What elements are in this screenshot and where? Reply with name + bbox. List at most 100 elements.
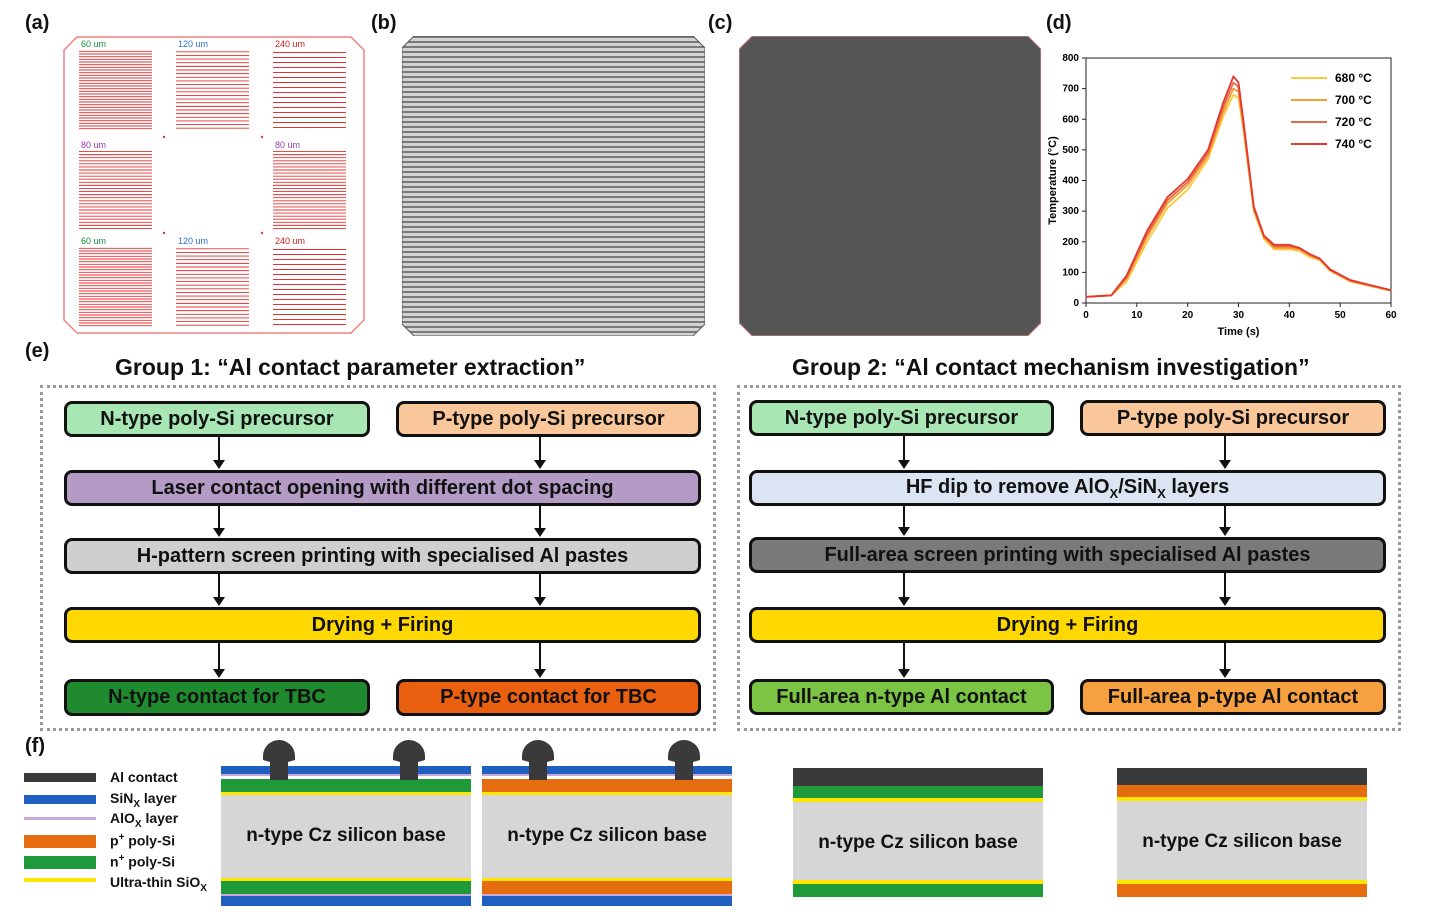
- panel-label-f: (f): [25, 735, 45, 757]
- legend-label-al: Al contact: [110, 769, 178, 785]
- n-poly-layer: [793, 786, 1043, 798]
- y-tick-label: 400: [1062, 176, 1079, 187]
- x-tick-label: 30: [1233, 310, 1245, 321]
- flow-arrow: [534, 643, 546, 678]
- siox-layer: [1117, 797, 1367, 801]
- spacing-label: 60 um: [81, 39, 107, 49]
- g1-p-precursor-box: P-type poly-Si precursor: [396, 401, 701, 437]
- g2-n-precursor-box: N-type poly-Si precursor: [749, 400, 1054, 436]
- y-axis-label: Temperature (°C): [1047, 136, 1059, 225]
- alignment-dot: [162, 135, 166, 139]
- siox-layer: [221, 792, 471, 795]
- legend-label-n-poly: n+ poly-Si: [110, 853, 175, 870]
- g1-n-precursor-box: N-type poly-Si precursor: [64, 401, 370, 437]
- x-tick-label: 20: [1182, 310, 1194, 321]
- base-label: n-type Cz silicon base: [246, 825, 446, 846]
- legend-label: 720 °C: [1335, 115, 1372, 129]
- x-tick-label: 60: [1385, 310, 1397, 321]
- g1-p-contact-box: P-type contact for TBC: [396, 679, 701, 716]
- p-poly-layer: [1117, 785, 1367, 797]
- flow-arrow: [898, 436, 910, 469]
- panel-label-b: (b): [371, 12, 397, 34]
- spacing-label: 80 um: [81, 140, 107, 150]
- flow-arrow: [1219, 573, 1231, 606]
- legend-label-alox: AlOX layer: [110, 810, 179, 830]
- n-poly-layer: [793, 884, 1043, 897]
- alignment-dot: [260, 135, 264, 139]
- legend-label: 740 °C: [1335, 137, 1372, 151]
- base-label: n-type Cz silicon base: [818, 832, 1018, 853]
- y-tick-label: 200: [1062, 237, 1079, 248]
- group2-title: Group 2: “Al contact mechanism investiga…: [792, 354, 1310, 380]
- laser-pattern-wafer: 60 um 120 um 240 um 80 um 80 um 60 um 12…: [63, 36, 365, 334]
- siox-layer: [482, 792, 732, 795]
- flow-arrow: [1219, 643, 1231, 678]
- siox-layer: [221, 878, 471, 881]
- y-tick-label: 600: [1062, 114, 1079, 125]
- flow-arrow: [1219, 506, 1231, 536]
- sinx-layer: [482, 896, 732, 906]
- x-tick-label: 50: [1335, 310, 1347, 321]
- alignment-dot: [260, 231, 264, 235]
- y-tick-label: 700: [1062, 84, 1079, 95]
- g2-drying-firing-box: Drying + Firing: [749, 607, 1386, 643]
- panel-label-a: (a): [25, 12, 50, 34]
- y-tick-label: 0: [1073, 298, 1079, 309]
- spacing-label: 60 um: [81, 236, 107, 246]
- group1-title: Group 1: “Al contact parameter extractio…: [115, 354, 586, 380]
- g1-h-pattern-printing-box: H-pattern screen printing with specialis…: [64, 538, 701, 574]
- silicon-base: n-type Cz silicon base: [793, 802, 1043, 880]
- y-tick-label: 300: [1062, 206, 1079, 217]
- siox-layer: [482, 878, 732, 881]
- legend-swatch-siox: [24, 878, 96, 882]
- g1-n-contact-box: N-type contact for TBC: [64, 679, 370, 716]
- flow-arrow: [898, 643, 910, 678]
- x-axis-label: Time (s): [1218, 326, 1260, 338]
- sinx-layer: [221, 896, 471, 906]
- sinx-layer: [482, 766, 732, 774]
- siox-layer: [793, 798, 1043, 802]
- x-tick-label: 0: [1083, 310, 1089, 321]
- legend-label-sinx: SiNX layer: [110, 790, 177, 810]
- hf-dip-text: HF dip to remove AlOX/SiNX layers: [905, 475, 1230, 501]
- alox-layer: [482, 894, 732, 896]
- base-label: n-type Cz silicon base: [507, 825, 707, 846]
- legend-swatch-sinx: [24, 795, 96, 804]
- p-poly-layer: [482, 779, 732, 792]
- legend-label: 700 °C: [1335, 93, 1372, 107]
- flow-arrow: [898, 506, 910, 536]
- flow-arrow: [213, 506, 225, 537]
- flow-arrow: [534, 437, 546, 469]
- panel-label-d: (d): [1046, 12, 1072, 34]
- sinx-layer: [221, 766, 471, 774]
- full-area-wafer-image: [738, 35, 1042, 337]
- y-tick-label: 500: [1062, 145, 1079, 156]
- flow-arrow: [213, 643, 225, 678]
- alox-layer: [221, 774, 471, 776]
- spacing-label: 240 um: [275, 39, 306, 49]
- spacing-label: 120 um: [178, 236, 209, 246]
- alignment-dot: [162, 231, 166, 235]
- silicon-base: n-type Cz silicon base: [221, 795, 471, 878]
- cross-section-p-tbc: n-type Cz silicon base: [482, 738, 732, 908]
- legend-label-p-poly: p+ poly-Si: [110, 832, 175, 849]
- al-contact-layer: [1117, 768, 1367, 785]
- x-tick-label: 40: [1284, 310, 1296, 321]
- g2-hf-dip-box: HF dip to remove AlOX/SiNX layers: [749, 470, 1386, 506]
- x-tick-label: 10: [1131, 310, 1143, 321]
- flow-arrow: [534, 574, 546, 606]
- g2-n-contact-box: Full-area n-type Al contact: [749, 679, 1054, 715]
- flow-arrow: [213, 437, 225, 469]
- n-poly-layer: [221, 779, 471, 792]
- legend-swatch-p-poly: [24, 835, 96, 848]
- legend-label: 680 °C: [1335, 71, 1372, 85]
- series-line: [1085, 75, 1392, 298]
- pattern-line-blocks: [79, 50, 346, 327]
- legend-swatch-n-poly: [24, 856, 96, 869]
- striped-wafer-image: [401, 35, 706, 337]
- g1-laser-opening-box: Laser contact opening with different dot…: [64, 470, 701, 506]
- spacing-label: 80 um: [275, 140, 301, 150]
- cross-section-n-tbc: n-type Cz silicon base: [221, 738, 471, 908]
- flow-arrow: [898, 573, 910, 606]
